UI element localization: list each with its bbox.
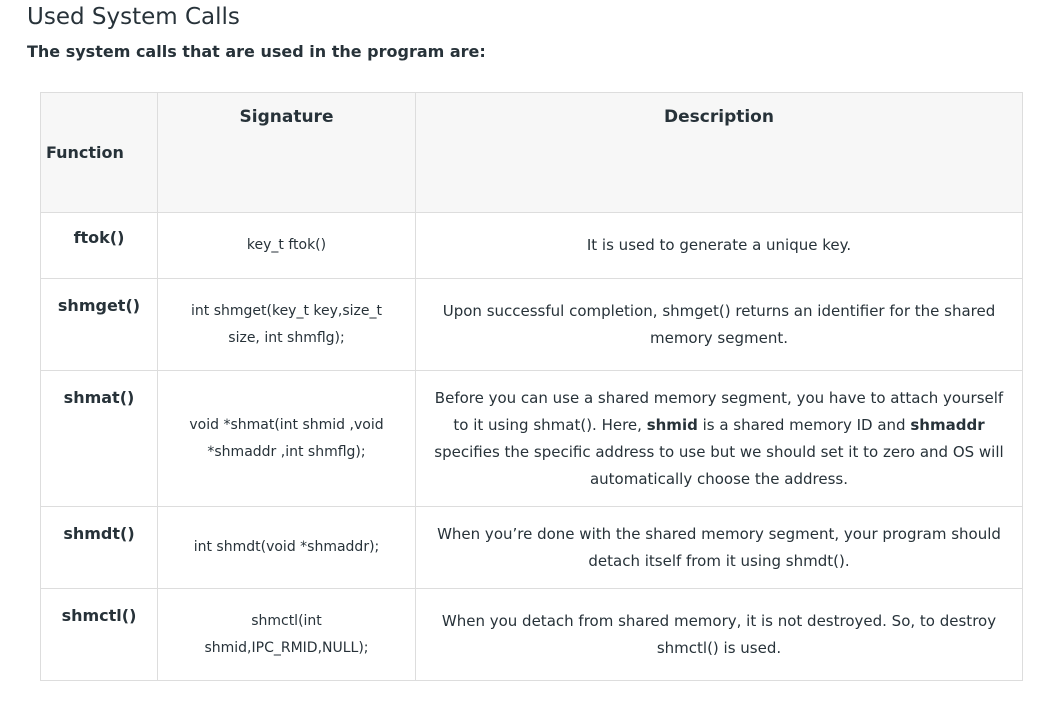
table-header-row: Function Signature Description [40,92,1023,213]
function-name: shmdt() [40,506,158,589]
function-name: shmget() [40,278,158,371]
table-row: shmctl() shmctl(int shmid,IPC_RMID,NULL)… [40,588,1023,681]
function-signature: int shmdt(void *shmaddr); [157,506,416,589]
function-signature: shmctl(int shmid,IPC_RMID,NULL); [157,588,416,681]
function-description: Before you can use a shared memory segme… [415,370,1023,507]
function-signature: key_t ftok() [157,212,416,279]
description-text: is a shared memory ID and [697,415,911,434]
section-heading: Used System Calls [27,4,240,30]
function-signature: void *shmat(int shmid ,void *shmaddr ,in… [157,370,416,507]
description-term-shmid: shmid [646,415,698,434]
intro-text: The system calls that are used in the pr… [27,42,486,61]
system-calls-table: Function Signature Description ftok() ke… [40,92,1023,681]
header-signature: Signature [157,92,416,213]
header-function: Function [40,92,158,213]
table-row: shmdt() int shmdt(void *shmaddr); When y… [40,506,1023,589]
table-row: ftok() key_t ftok() It is used to genera… [40,212,1023,279]
function-signature: int shmget(key_t key,size_t size, int sh… [157,278,416,371]
function-description: Upon successful completion, shmget() ret… [415,278,1023,371]
function-description: When you detach from shared memory, it i… [415,588,1023,681]
header-description: Description [415,92,1023,213]
function-description: It is used to generate a unique key. [415,212,1023,279]
function-name: shmctl() [40,588,158,681]
function-name: shmat() [40,370,158,507]
description-text: Before you can use a shared memory segme… [434,388,1004,434]
table-row: shmat() void *shmat(int shmid ,void *shm… [40,370,1023,507]
function-name: ftok() [40,212,158,279]
function-description: When you’re done with the shared memory … [415,506,1023,589]
description-term-shmaddr: shmaddr [910,415,985,434]
table-row: shmget() int shmget(key_t key,size_t siz… [40,278,1023,371]
description-text: specifies the specific address to use bu… [434,442,1004,488]
